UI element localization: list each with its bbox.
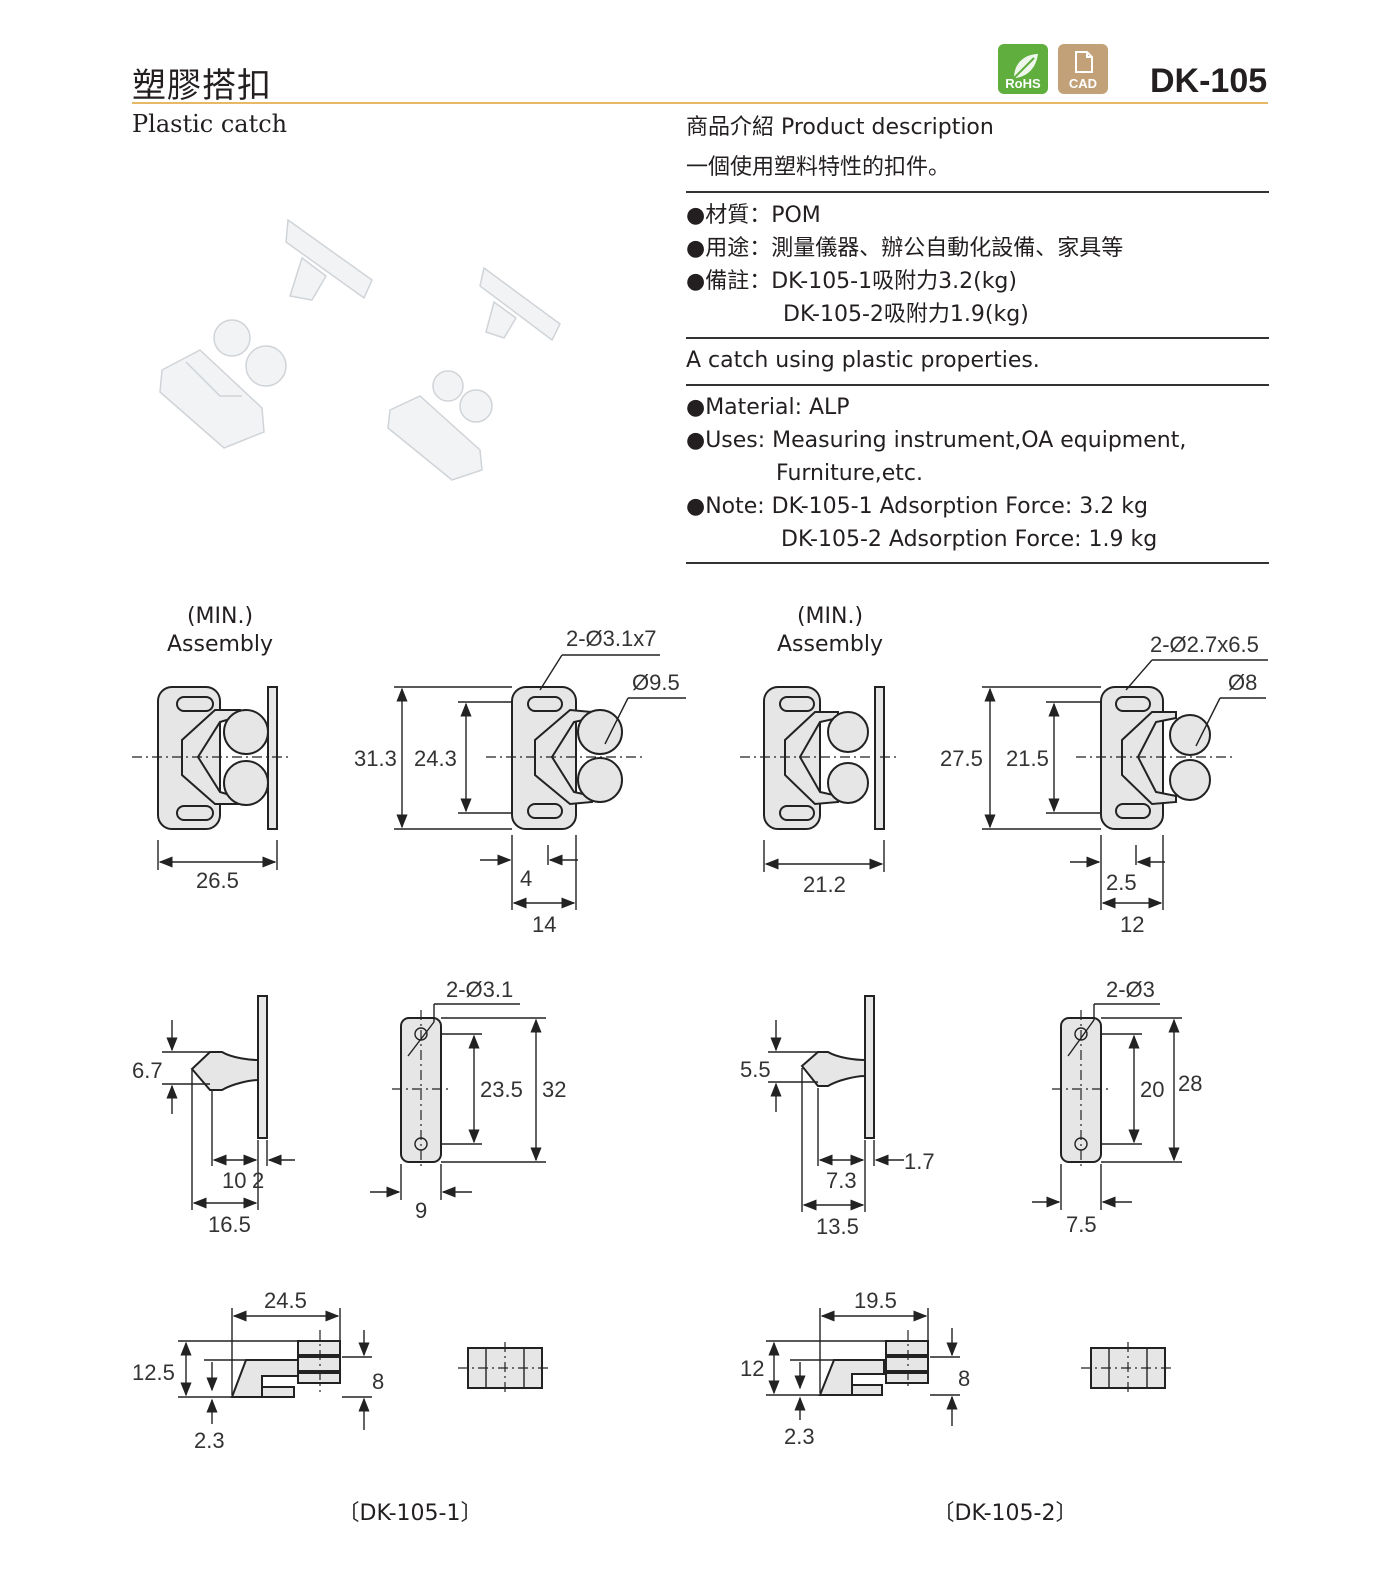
spec-uses-en-2: Furniture,etc. [776,461,924,486]
rohs-badge: RoHS [998,44,1048,94]
dim-label: 2.3 [194,1428,225,1453]
dim-label: 14 [532,912,556,937]
dk1-plate-view [370,1003,546,1200]
dim-label: Ø9.5 [632,670,680,695]
dk1-front-view [394,654,686,910]
description-heading: 商品介紹 Product description [686,115,994,140]
dim-label: 10 [222,1168,246,1193]
dim-label: 2 [252,1168,264,1193]
header-divider [132,102,1268,104]
spec-note-zh-2: DK-105-2吸附力1.9(kg) [783,302,1029,327]
spec-note-en-2: DK-105-2 Adsorption Force: 1.9 kg [781,527,1158,552]
dim-label: 21.5 [1006,746,1049,771]
spec-note-zh: ●備註：DK-105-1吸附力3.2(kg) [686,269,1017,294]
dim-label: 23.5 [480,1077,523,1102]
assembly-min-label-1: (MIN.) [186,604,254,629]
dim-label: 2-Ø2.7x6.5 [1150,632,1259,657]
dim-label: 2-Ø3.1x7 [566,626,657,651]
dim-label: 2-Ø3 [1106,977,1155,1002]
dim-label: 2.3 [784,1424,815,1449]
dim-label: 27.5 [940,746,983,771]
dk2-strike-view [768,995,904,1212]
dim-label: 8 [958,1366,970,1391]
dim-label: 8 [372,1369,384,1394]
divider [686,191,1269,193]
assembly-label-2: Assembly [776,632,884,657]
spec-uses-en: ●Uses: Measuring instrument,OA equipment… [686,428,1187,453]
dk1-side-view [178,1308,552,1430]
dim-label: 7.3 [826,1168,857,1193]
spec-material-en: ●Material: ALP [686,395,850,420]
dim-label: 12 [1120,912,1144,937]
dim-label: 32 [542,1077,566,1102]
dim-label: 13.5 [816,1214,859,1239]
divider [686,337,1269,339]
assembly-label-1: Assembly [166,632,274,657]
dim-label: 26.5 [196,868,239,893]
dimension-labels: 26.5 2-Ø3.1x7 Ø9.5 31.3 24.3 4 14 21.2 2… [132,626,1259,1453]
dim-label: 2-Ø3.1 [446,977,513,1002]
summary-zh: 一個使用塑料特性的扣件。 [686,155,951,180]
dim-label: 9 [415,1198,427,1223]
dim-label: 4 [520,866,532,891]
dk2-plate-view [1032,1003,1182,1210]
page-title-en: Plastic catch [132,110,288,138]
leaf-icon [1011,54,1038,81]
model-number: DK-105 [1150,62,1268,100]
dim-label: 7.5 [1066,1212,1097,1237]
dim-label: 31.3 [354,746,397,771]
dim-label: Ø8 [1228,670,1257,695]
dk1-assembly-view [132,686,290,870]
dim-label: 28 [1178,1071,1202,1096]
assembly-min-label-2: (MIN.) [796,604,864,629]
divider [686,562,1269,564]
dk2-front-view [982,659,1268,910]
file-icon [1075,51,1093,73]
caption-dk-105-1: 〔DK-105-1〕 [337,1501,483,1526]
product-photo [159,218,561,481]
dim-label: 6.7 [132,1058,163,1083]
dim-label: 12.5 [132,1360,175,1385]
dim-label: 12 [740,1356,764,1381]
dim-label: 24.5 [264,1288,307,1313]
dim-label: 2.5 [1106,870,1137,895]
dk1-strike-view [162,995,295,1210]
spec-note-en: ●Note: DK-105-1 Adsorption Force: 3.2 kg [686,494,1148,519]
dim-label: 19.5 [854,1288,897,1313]
cad-label: CAD [1068,76,1098,91]
dim-label: 21.2 [803,872,846,897]
dk2-side-view [766,1308,1175,1426]
summary-en: A catch using plastic properties. [686,348,1040,373]
dim-label: 20 [1140,1077,1164,1102]
dim-label: 1.7 [904,1149,935,1174]
dim-label: 24.3 [414,746,457,771]
caption-dk-105-2: 〔DK-105-2〕 [932,1501,1078,1526]
dim-label: 16.5 [208,1212,251,1237]
spec-material-zh: ●材質：POM [686,203,821,228]
dim-label: 5.5 [740,1057,771,1082]
divider [686,384,1269,386]
page-title-zh: 塑膠搭扣 [132,66,272,106]
dk2-assembly-view [740,686,898,872]
rohs-label: RoHS [1005,76,1041,91]
spec-uses-zh: ●用途：測量儀器、辦公自動化設備、家具等 [686,236,1124,261]
cad-badge[interactable]: CAD [1058,44,1108,94]
